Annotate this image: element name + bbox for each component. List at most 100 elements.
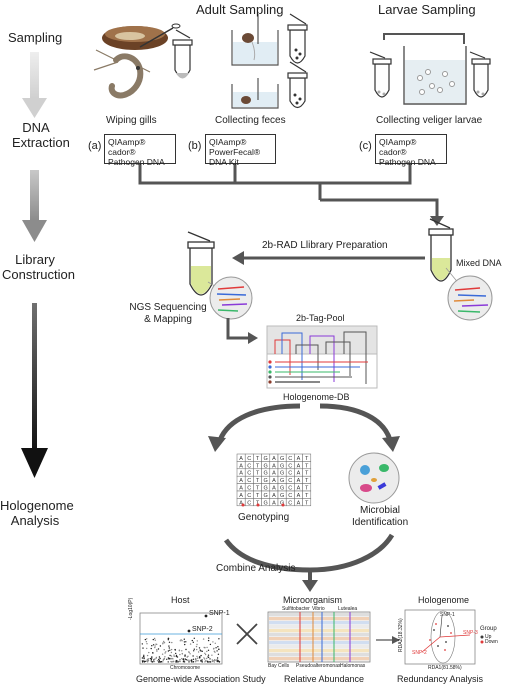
genotype-base: A (239, 471, 243, 477)
header-adult-sampling: Adult Sampling (196, 2, 284, 17)
library-prep-arrowhead (232, 251, 244, 265)
arc-left (217, 403, 301, 442)
gwas-point (190, 660, 193, 662)
gwas-point (202, 638, 205, 640)
genotype-base: G (280, 456, 284, 462)
feces-beaker (231, 14, 279, 66)
gwas-point (211, 659, 213, 661)
genotype-base: A (297, 478, 301, 484)
kit-c-box: QIAamp® cador® Pathogen DNA (375, 134, 447, 167)
gwas-point (141, 657, 144, 659)
gwas-point (173, 655, 175, 658)
gwas-point (217, 646, 219, 648)
gwas-point (212, 641, 214, 643)
gwas-point (211, 654, 213, 656)
gwas-point (148, 651, 150, 654)
gwas-point (196, 660, 198, 662)
kit-b-box: QIAamp® PowerFecal® DNA Kit (205, 134, 276, 167)
genotype-base: C (288, 478, 292, 484)
gwas-point (197, 651, 200, 653)
gwas-point (162, 642, 164, 644)
gwas-point (167, 639, 169, 641)
host-title: Host (171, 595, 190, 605)
gwas-point (195, 659, 197, 661)
gwas-point (162, 661, 164, 663)
feces-beaker-2 (231, 78, 279, 109)
gwas-point (159, 657, 161, 660)
rda-caption: Redundancy Analysis (397, 674, 484, 684)
gwas-point (207, 654, 210, 656)
gwas-point (203, 657, 205, 659)
gwas-point (164, 652, 166, 654)
genotype-base: G (264, 471, 268, 477)
rda-ylabel: RDA2(18.32%) (398, 618, 404, 652)
gwas-point (176, 656, 179, 658)
gwas-point (196, 643, 198, 646)
gwas-point (216, 660, 218, 663)
ngs-arrowhead (248, 332, 258, 344)
shrimp-illustration (93, 49, 151, 99)
heatmap-row (269, 633, 369, 637)
combine-analysis-label: Combine Analysis (216, 563, 296, 574)
gwas-point (178, 650, 181, 652)
gwas-point (173, 654, 175, 656)
gwas-caption: Genome-wide Association Study (136, 674, 266, 684)
gwas-point (158, 656, 161, 658)
gwas-point (183, 661, 186, 663)
gwas-point (186, 659, 189, 661)
gwas-point (197, 660, 199, 662)
gwas-point (179, 653, 181, 656)
gwas-point (153, 660, 156, 663)
gwas-point (213, 647, 215, 650)
rda-legend-markers (480, 635, 484, 644)
gwas-point (167, 657, 170, 659)
genotype-base: C (288, 471, 292, 477)
gwas-point (184, 643, 186, 646)
gwas-point (164, 656, 166, 658)
gwas-point (199, 649, 201, 651)
gwas-point (179, 660, 181, 663)
heatmap-row (269, 657, 369, 661)
gwas-point (208, 637, 210, 639)
genotype-base: T (305, 478, 309, 484)
snp2-label: SNP-2 (192, 626, 213, 633)
genotype-base: A (297, 471, 301, 477)
genotype-base: T (256, 500, 260, 506)
gwas-point (171, 641, 173, 644)
micro-top-label-1: Sulfitobacter (282, 606, 310, 612)
microbial-identification-label: Microbial Identification (352, 505, 409, 528)
gwas-point (146, 647, 148, 650)
gwas-point (153, 658, 155, 661)
gwas-point (167, 661, 169, 663)
gwas-point (154, 646, 156, 649)
gwas-point (206, 646, 208, 649)
gwas-point (141, 660, 144, 662)
rda-snp-label-1: SNP-2 (412, 650, 427, 656)
gwas-point (200, 650, 202, 652)
abundance-heatmap (267, 611, 371, 663)
heatmap-row (269, 645, 369, 649)
gwas-plot (139, 612, 223, 665)
genotype-base: A (272, 478, 276, 484)
step-collecting-veliger-larvae: Collecting veliger larvae (376, 115, 483, 126)
rda-plot (404, 609, 476, 665)
ngs-arrow (226, 318, 250, 340)
genotype-base: C (247, 486, 251, 492)
kit-a-box: QIAamp® cador® Pathogen DNA (104, 134, 176, 167)
genotype-base: C (247, 500, 251, 506)
kit-c-id: (c) (359, 140, 372, 152)
arrow-to-rda-head (392, 636, 400, 644)
arc-right-head (382, 436, 400, 452)
gwas-point (218, 638, 220, 640)
mixed-dna-label: Mixed DNA (456, 258, 502, 268)
gwas-point (181, 653, 184, 655)
gwas-point (207, 639, 210, 642)
scallop-illustration (102, 26, 168, 50)
stage-library-construction: Library Construction (2, 252, 75, 282)
gwas-point (153, 637, 156, 640)
genotype-base: C (247, 463, 251, 469)
gwas-point (185, 648, 187, 651)
mixed-dna-bubble (445, 267, 493, 321)
gwas-point (168, 641, 171, 643)
gwas-point (162, 659, 164, 661)
